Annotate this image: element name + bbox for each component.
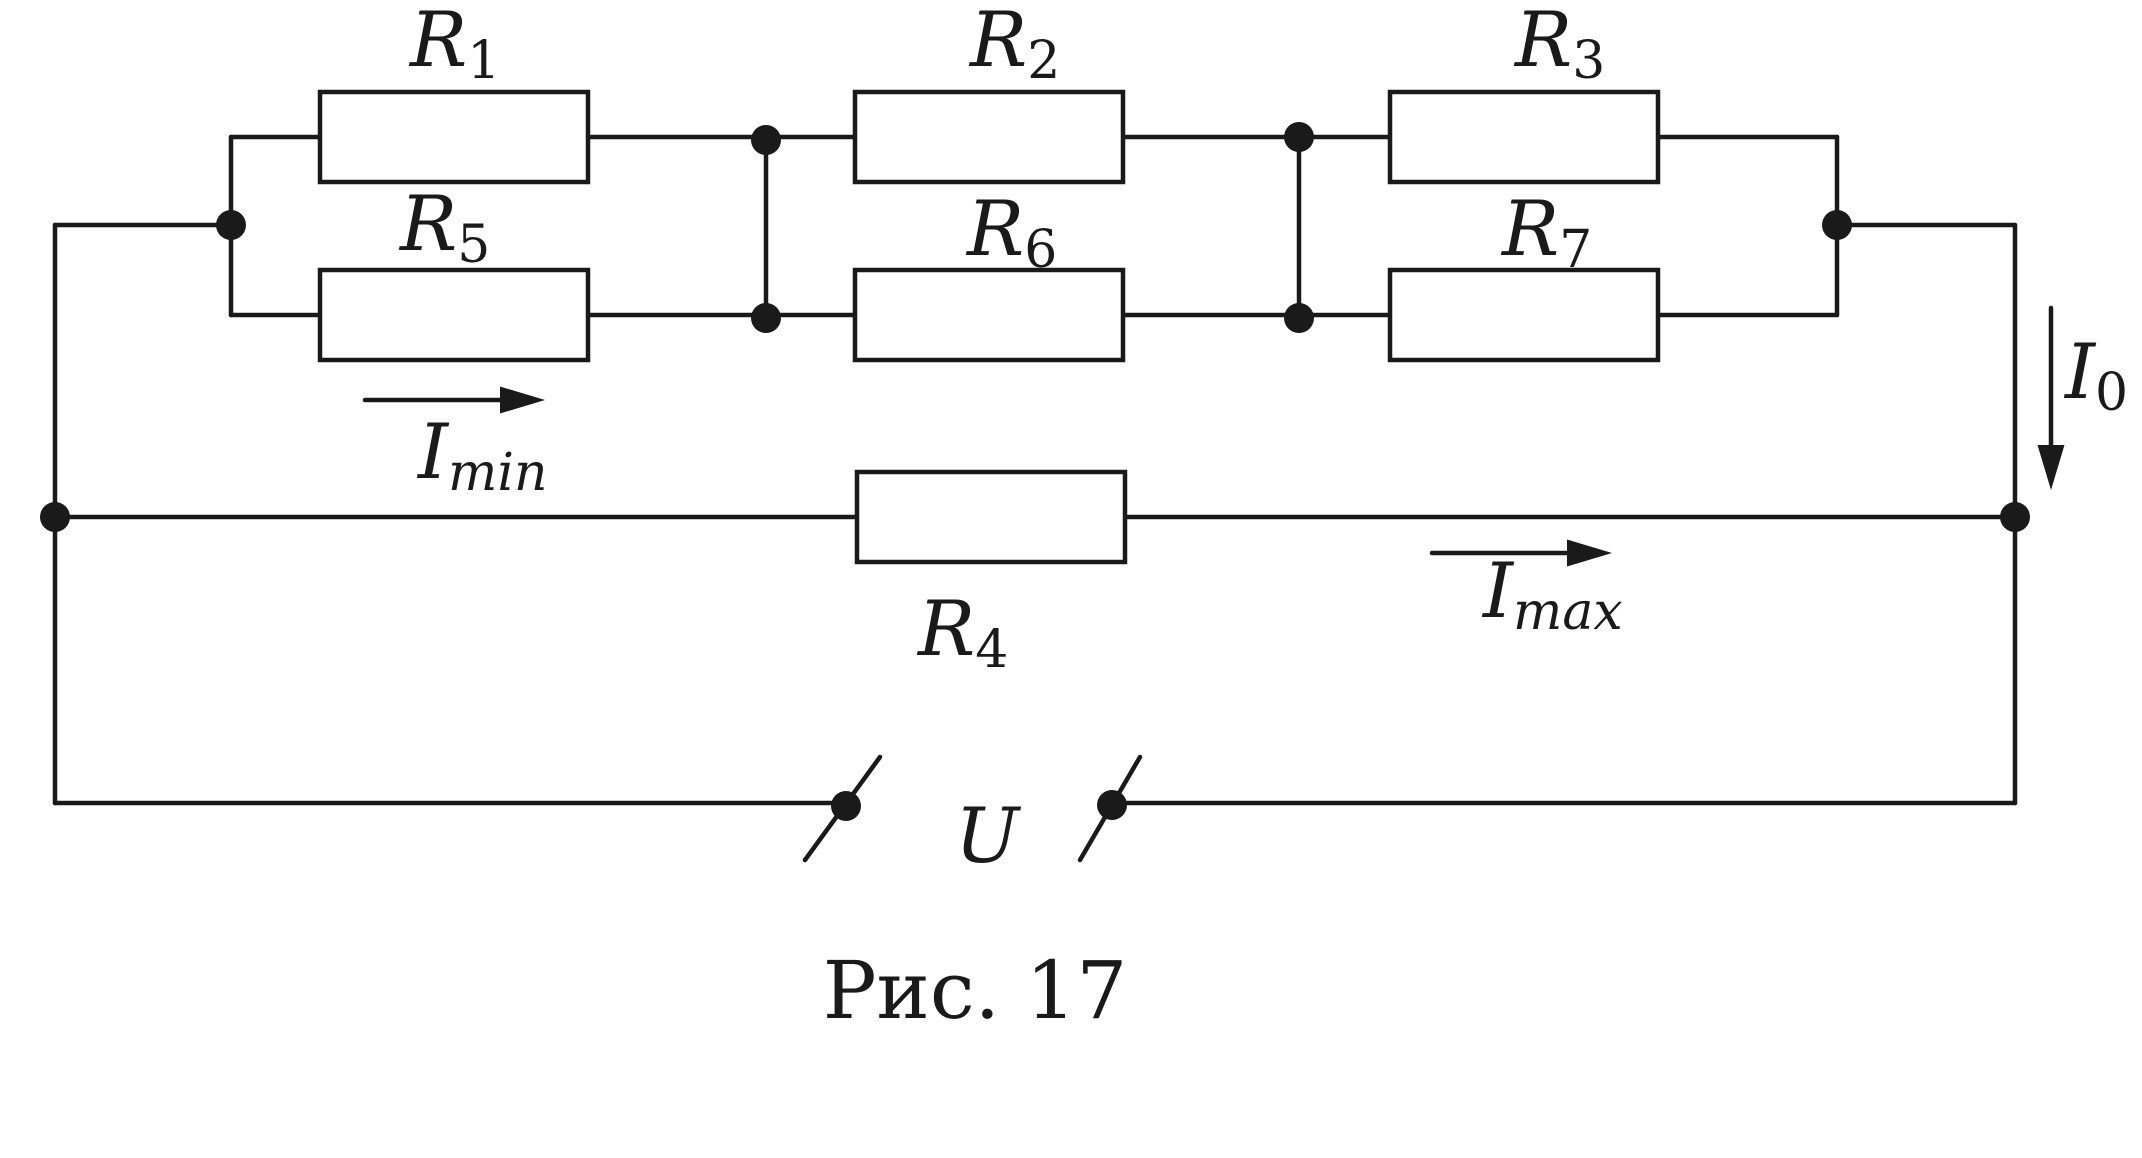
source-terminal-node-right — [1097, 790, 1127, 820]
label-r7: R7 — [1500, 184, 1592, 280]
label-r5: R5 — [398, 179, 490, 275]
resistor-r3 — [1387, 89, 1661, 185]
label-r1: R1 — [408, 0, 500, 91]
current-labels: Imin Imax I0 — [416, 327, 2128, 642]
junction-node — [1284, 303, 1314, 333]
junction-node — [2000, 502, 2030, 532]
junction-node — [40, 502, 70, 532]
junction-node — [751, 125, 781, 155]
resistors — [317, 89, 1661, 565]
resistor-labels: R1 R2 R3 R5 R6 R7 R4 — [398, 0, 1605, 680]
figure-caption: Рис. 17 — [823, 944, 1128, 1037]
junction-node — [1822, 210, 1852, 240]
label-r2: R2 — [968, 0, 1060, 91]
label-r6: R6 — [965, 184, 1057, 280]
label-i-min: Imin — [416, 407, 547, 503]
resistor-r7 — [1387, 267, 1661, 363]
source-terminal-node-left — [831, 791, 861, 821]
label-source-u: U — [955, 791, 1022, 880]
junction-node — [216, 210, 246, 240]
label-i-0: I0 — [2063, 327, 2128, 423]
resistor-r2 — [852, 89, 1126, 185]
label-r4: R4 — [916, 584, 1008, 680]
resistor-r4 — [854, 469, 1128, 565]
label-r3: R3 — [1513, 0, 1605, 91]
junction-node — [751, 303, 781, 333]
resistor-r5 — [317, 267, 591, 363]
junction-node — [1284, 122, 1314, 152]
label-i-max: Imax — [1481, 546, 1623, 642]
current-arrows — [362, 305, 2065, 567]
resistor-r1 — [317, 89, 591, 185]
junctions — [40, 122, 2030, 821]
resistor-r6 — [852, 267, 1126, 363]
